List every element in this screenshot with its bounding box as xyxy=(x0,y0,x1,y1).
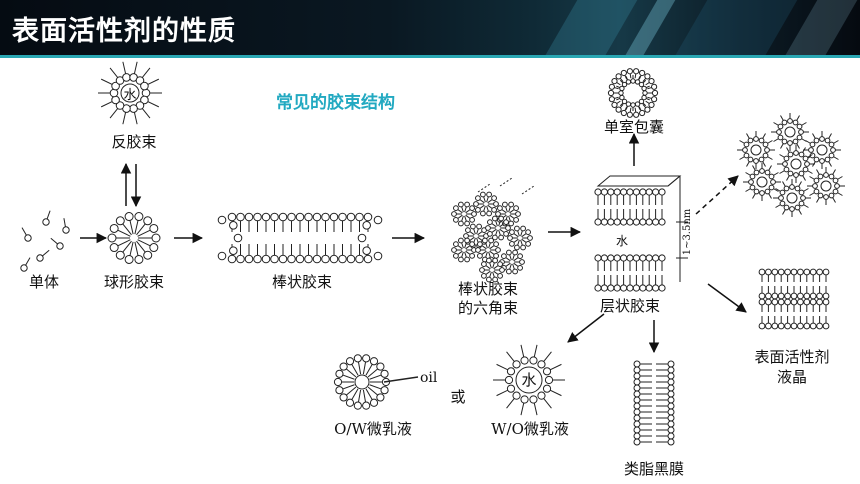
reverse-micelle-label: 反胶束 xyxy=(111,133,157,151)
water-label-reverse: 水 xyxy=(123,88,136,103)
reverse-micelle xyxy=(98,61,162,125)
or-label: 或 xyxy=(450,388,466,406)
monomer-label: 单体 xyxy=(28,273,60,291)
wo-microemulsion xyxy=(493,344,565,416)
liquid-crystal-label-1: 表面活性剂 xyxy=(754,348,830,366)
water-label-lamellar: 水 xyxy=(616,234,628,248)
spherical-micelle-label: 球形胶束 xyxy=(103,273,165,291)
diagram-heading: 常见的胶束结构 xyxy=(276,93,395,113)
slide-title: 表面活性剂的性质 xyxy=(12,16,236,47)
lamellar-micelle-label: 层状胶束 xyxy=(599,297,661,315)
liquid-crystal-cluster xyxy=(737,113,845,217)
hex-bundle-label-2: 的六角束 xyxy=(457,299,519,317)
unilamellar-vesicle xyxy=(607,68,659,118)
wo-microemulsion-label: W/O微乳液 xyxy=(491,420,569,438)
rod-micelle-label: 棒状胶束 xyxy=(271,273,333,291)
liquid-crystal-label-2: 液晶 xyxy=(776,368,808,386)
arrow-lamellar-to-layers xyxy=(707,283,747,313)
hex-bundle-label-1: 棒状胶束 xyxy=(457,280,519,298)
bilayer-membrane-label: 类脂黑膜 xyxy=(623,460,685,478)
arrow-lamellar-to-microemulsion xyxy=(567,313,605,343)
hexagonal-bundle xyxy=(451,177,535,283)
monomer-molecules xyxy=(20,210,70,272)
arrow-lamellar-to-liquid-crystal xyxy=(695,175,739,215)
rod-micelle xyxy=(217,212,383,264)
ow-microemulsion xyxy=(333,354,419,410)
ow-microemulsion-label: O/W微乳液 xyxy=(334,420,412,438)
spherical-micelle xyxy=(107,212,161,264)
title-underline xyxy=(0,55,860,58)
water-label-wo: 水 xyxy=(521,371,536,389)
vesicle-label: 单室包囊 xyxy=(603,118,665,136)
black-lipid-membrane xyxy=(633,360,675,446)
lamellar-micelle xyxy=(594,175,688,292)
spacing-label: 1~3.5nm xyxy=(682,208,693,255)
title-banner: 表面活性剂的性质 xyxy=(0,0,860,55)
liquid-crystal-layers xyxy=(758,268,830,330)
oil-label: oil xyxy=(420,370,438,386)
